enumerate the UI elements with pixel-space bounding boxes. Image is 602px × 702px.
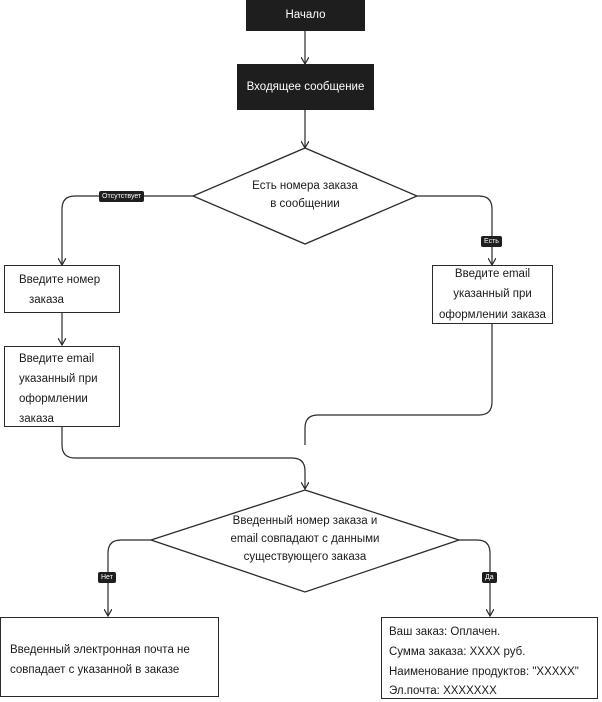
enter-email-right-line-3: оформлении заказа [439,308,546,321]
incoming-message-label: Входящее сообщение [246,80,365,93]
decision1-line-2: в сообщении [270,198,340,210]
decision2-line-3: существующего заказа [243,550,367,563]
decision2-line-2: email совпадают с данными [230,533,380,546]
result-mismatch-line-2: совпадает с указанной в заказе [10,664,180,677]
start-node: Начало [246,0,365,31]
enter-email-left-line-4: заказа [19,413,54,426]
enter-email-left-box: Введите email указанный при оформлении з… [4,346,120,427]
enter-email-left-line-1: Введите email [19,353,95,365]
decision-diamond-match [148,489,462,593]
enter-email-right-line-2: указанный при [453,288,532,301]
decision1-line-1: Есть номера заказа [252,180,358,193]
result-order-info-box: Ваш заказ: Оплачен. Сумма заказа: ХХХХ р… [381,617,598,699]
result-order-email: Эл.почта: ХХХХХХХ [389,685,497,698]
enter-order-line-2: заказа [29,294,64,307]
enter-email-left-line-3: оформлении [19,393,88,406]
edge-decision2-right [459,539,490,616]
edge-right-merge [304,324,493,445]
result-order-products: Наименование продуктов: "ХХХХХ" [389,665,579,678]
result-mismatch-box: Введенный электронная почта не совпадает… [0,617,219,697]
edge-left-merge [61,427,305,489]
incoming-message-node: Входящее сообщение [237,64,374,110]
edge-decision2-left [108,539,151,616]
result-mismatch-line-1: Введенный электронная почта не [10,644,190,656]
edge-label-no: Нет [98,572,116,583]
edge-label-absent: Отсутствует [99,191,145,202]
enter-email-right-line-1: Введите email [454,268,531,281]
decision2-line-1: Введенный номер заказа и [232,515,378,528]
decision1-text: Есть номера заказа в сообщении [215,172,395,220]
edge-label-yes-1: Есть [481,236,502,247]
enter-order-number-box: Введите номер заказа [4,265,120,313]
result-order-status: Ваш заказ: Оплачен. [389,626,501,638]
start-label: Начало [285,9,326,22]
edge-decision1-right [417,195,492,265]
edge-decision1-left [62,195,193,265]
enter-email-left-line-2: указанный при [19,373,98,386]
result-order-sum: Сумма заказа: ХХХХ руб. [389,645,526,658]
enter-order-line-1: Введите номер [19,274,101,286]
edge-label-yes-2: Да [482,572,497,583]
decision-diamond-order-present [191,147,419,245]
decision2-text: Введенный номер заказа и email совпадают… [195,512,415,568]
enter-email-right-box: Введите email указанный при оформлении з… [432,265,553,324]
